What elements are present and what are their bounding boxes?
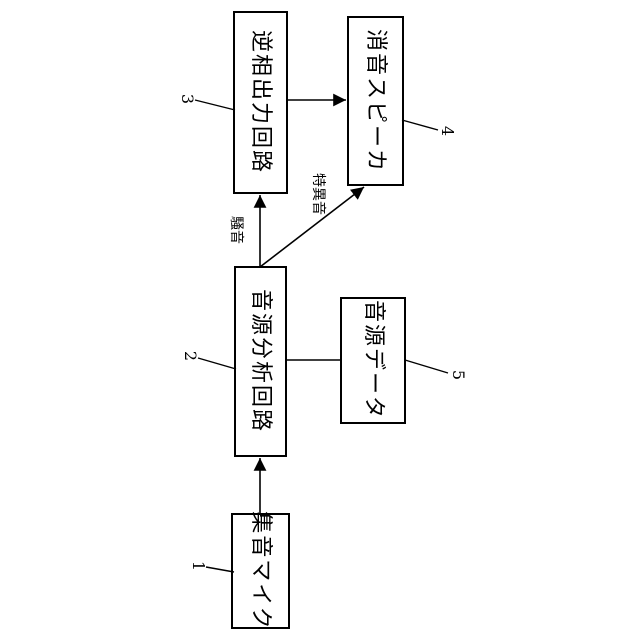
ref-number-4: 4 (439, 126, 455, 136)
ref-5-leader (405, 360, 448, 373)
analyzer-label: 音源分析回路 (249, 289, 271, 433)
ref-number-3: 3 (179, 94, 195, 104)
ref-1-leader (206, 567, 234, 572)
ref-3-leader (195, 100, 235, 110)
special-sound-edge-label: 特異音 (311, 173, 325, 215)
noise-edge-label: 騒音 (229, 216, 243, 244)
inverter-label: 逆相出力回路 (249, 30, 271, 174)
ref-2-leader (198, 358, 236, 369)
ref-number-5: 5 (450, 370, 466, 380)
ref-number-1: 1 (190, 561, 206, 571)
data-label: 音源データ (362, 300, 384, 420)
ref-number-2: 2 (182, 351, 198, 361)
ref-4-leader (402, 120, 438, 130)
mic-label: 集音マイク (249, 511, 271, 631)
speaker-label: 消音スピーカ (364, 29, 386, 173)
